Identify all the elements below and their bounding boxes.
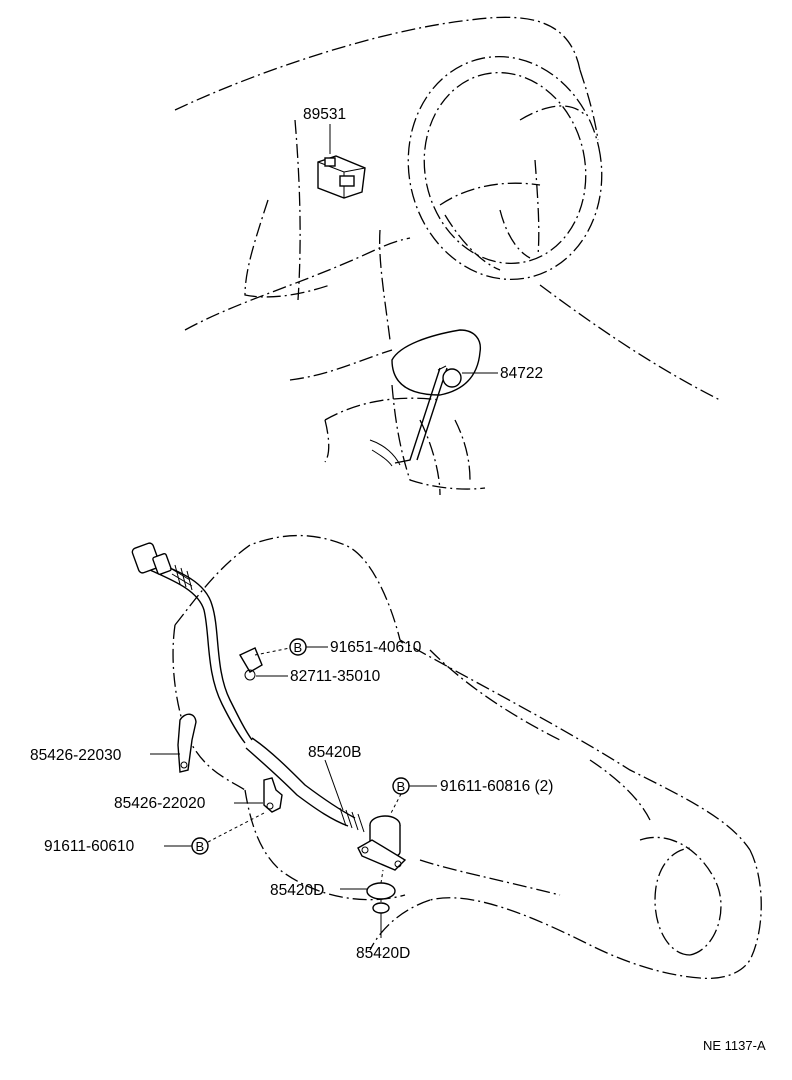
label-82711-35010: 82711-35010 (290, 668, 381, 685)
label-91651-40610: 91651-40610 (330, 639, 422, 656)
label-91611-60816: 91611-60816 (2) (440, 778, 553, 795)
label-85426-22020: 85426-22020 (114, 795, 206, 812)
label-84722: 84722 (500, 365, 543, 382)
bolt-marker-1-text: B (294, 640, 303, 655)
dashboard-outline (174, 16, 721, 401)
module-89531 (317, 155, 366, 199)
leader-85420b (324, 759, 344, 811)
speed-sensor-85420b (357, 815, 407, 871)
clamp-82711 (239, 647, 291, 681)
leader-91611-60816-dash (389, 793, 402, 816)
speedometer-cable (131, 542, 365, 833)
steering-wheel (407, 55, 603, 281)
transmission-outline (172, 534, 762, 980)
shift-console (324, 329, 486, 496)
label-85420d-lower: 85420D (356, 945, 410, 962)
drawing-code: NE 1137-A (703, 1038, 766, 1053)
label-85420d-upper: 85420D (270, 882, 324, 899)
label-89531: 89531 (303, 106, 346, 123)
o-ring-85420d-upper (366, 882, 396, 900)
label-85426-22030: 85426-22030 (30, 747, 122, 764)
label-91611-60610: 91611-60610 (44, 838, 135, 855)
bolt-marker-2-text: B (397, 779, 406, 794)
leader-91611-60610-dash (207, 811, 267, 843)
seal-85420d-lower (372, 902, 390, 914)
bracket-85426-22020 (263, 777, 283, 813)
bolt-marker-2: B (392, 777, 410, 795)
bracket-85426-22030 (177, 713, 197, 773)
label-85420b: 85420B (308, 744, 361, 761)
leader-85420d-upper-dash (380, 869, 384, 884)
bolt-marker-1: B (289, 638, 307, 656)
bolt-marker-3-text: B (196, 839, 205, 854)
bolt-marker-3: B (191, 837, 209, 855)
